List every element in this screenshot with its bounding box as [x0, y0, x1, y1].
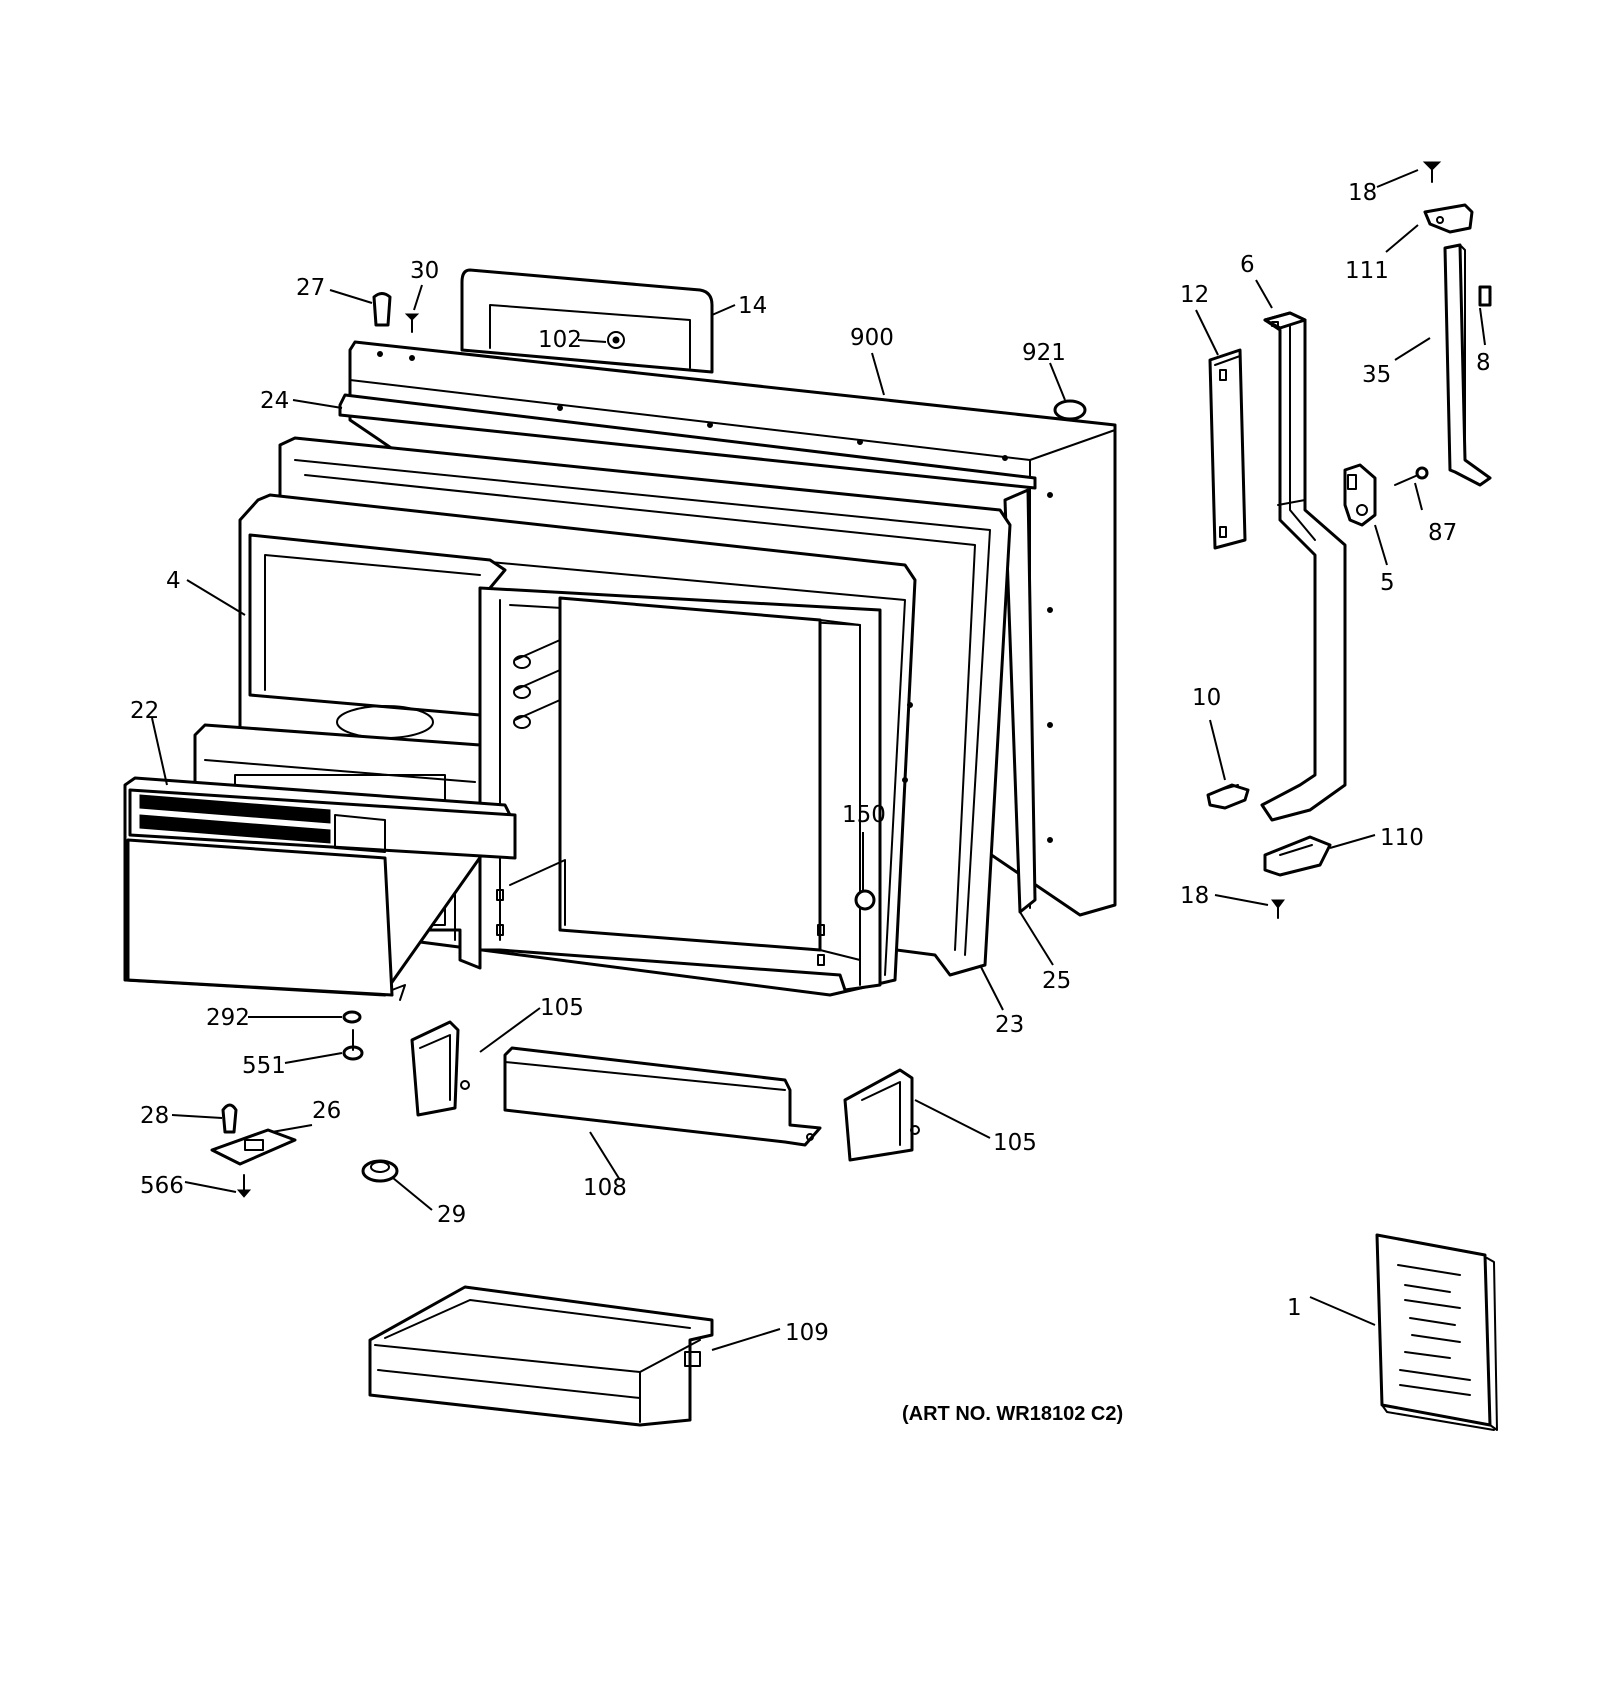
callout-30: 30: [410, 258, 439, 284]
part-109-drawer: [368, 1285, 714, 1427]
callout-108: 108: [583, 1175, 627, 1201]
part-28-pin: [221, 1103, 238, 1134]
part-566-screw: [236, 1174, 252, 1198]
part-105-right-bracket: [843, 1068, 920, 1162]
part-105-left-bracket: [410, 1020, 470, 1117]
callout-87: 87: [1428, 520, 1457, 546]
part-87-screw: [1394, 466, 1429, 486]
callout-28: 28: [140, 1103, 169, 1129]
part-6-hinge-bar: [1260, 311, 1347, 822]
part-30-screw: [404, 313, 420, 333]
part-292-washer: [342, 1010, 362, 1024]
callout-35: 35: [1362, 362, 1391, 388]
callout-24: 24: [260, 388, 289, 414]
part-18-screw-top: [1422, 161, 1442, 183]
part-111-bracket: [1423, 203, 1474, 234]
callout-labels: 18 111 6 12 35 8 87 5 10 110 18 27 30 14…: [130, 180, 1491, 1425]
callout-25: 25: [1042, 968, 1071, 994]
callout-5: 5: [1380, 570, 1395, 596]
callout-102: 102: [538, 327, 582, 353]
callout-1: 1: [1287, 1295, 1302, 1321]
callout-111: 111: [1345, 258, 1389, 284]
part-35-hinge-bar: [1443, 243, 1492, 487]
part-24-gasket: [338, 393, 1037, 490]
callout-566: 566: [140, 1173, 184, 1199]
callout-109: 109: [785, 1320, 829, 1346]
manual-text-lines: [1397, 1264, 1471, 1396]
callout-12: 12: [1180, 282, 1209, 308]
callout-14: 14: [738, 293, 767, 319]
part-12-bracket: [1208, 348, 1247, 550]
callout-18-bottom: 18: [1180, 883, 1209, 909]
callout-27: 27: [296, 275, 325, 301]
leader-lines: [151, 169, 1486, 1351]
part-1-manual: [1375, 1233, 1498, 1431]
part-29-grommet: [361, 1159, 399, 1183]
part-22-panel: [123, 776, 517, 1001]
callout-18-top: 18: [1348, 180, 1377, 206]
part-108-rail: [503, 1046, 822, 1147]
part-110-bracket: [1263, 835, 1332, 877]
callout-10: 10: [1192, 685, 1221, 711]
part-14-panel: [460, 268, 714, 374]
callout-292: 292: [206, 1005, 250, 1031]
callout-150: 150: [842, 802, 886, 828]
callout-29: 29: [437, 1202, 466, 1228]
callout-900: 900: [850, 325, 894, 351]
callout-551: 551: [242, 1053, 286, 1079]
callout-6: 6: [1240, 252, 1255, 278]
callout-8: 8: [1476, 350, 1491, 376]
part-8-pad: [1478, 285, 1492, 307]
callout-921: 921: [1022, 340, 1066, 366]
callout-26: 26: [312, 1098, 341, 1124]
callout-110: 110: [1380, 825, 1424, 851]
callout-22: 22: [130, 698, 159, 724]
part-26-plate: [210, 1128, 297, 1166]
callout-105-left: 105: [540, 995, 584, 1021]
part-25-trim: [1003, 488, 1037, 914]
callout-4: 4: [166, 568, 181, 594]
callout-105-right: 105: [993, 1130, 1037, 1156]
part-5-hinge: [1343, 463, 1377, 527]
callout-23: 23: [995, 1012, 1024, 1038]
part-10-clip: [1206, 783, 1250, 810]
part-551-screw: [342, 1029, 364, 1061]
art-number-caption: (ART NO. WR18102 C2): [902, 1403, 1123, 1425]
part-18-screw-bottom: [1271, 899, 1285, 919]
part-27-plug: [372, 292, 392, 327]
